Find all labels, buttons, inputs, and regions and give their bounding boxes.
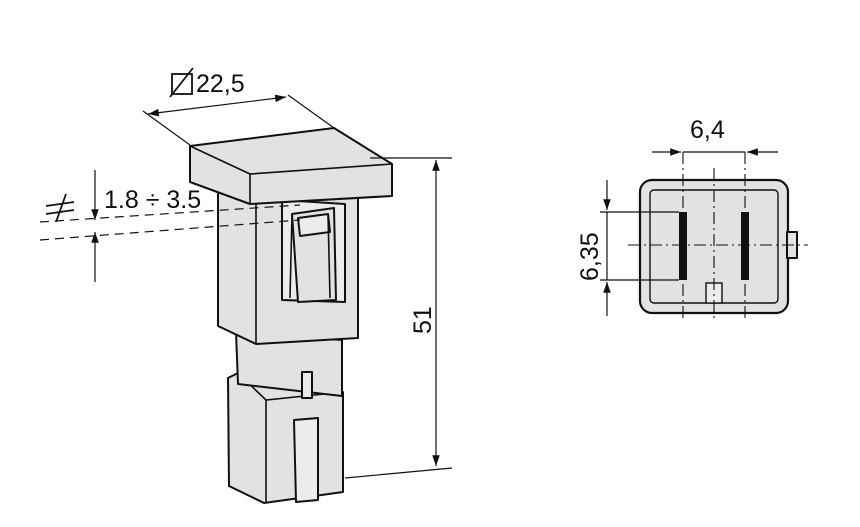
height-label: 51 — [409, 306, 437, 334]
height-dimension: 51 — [344, 157, 453, 479]
width-dim-line — [147, 94, 287, 117]
thickness-label: 1.8 ÷ 3.5 — [104, 186, 201, 214]
plug-tab — [293, 417, 319, 503]
neck-notch — [301, 371, 313, 399]
not-equal-icon — [45, 201, 75, 207]
flange-body — [189, 127, 393, 205]
thickness-dimension: 1.8 ÷ 3.5 — [39, 170, 301, 282]
width-label: 22,5 — [196, 70, 245, 98]
pin-spacing-dimension: 6,4 — [652, 116, 778, 156]
pin-length-label: 6,35 — [576, 232, 604, 281]
pin-spacing-label: 6,4 — [690, 116, 725, 144]
pin-left — [679, 212, 687, 280]
connector-3d-view — [189, 127, 393, 504]
square-slash-icon — [169, 67, 194, 98]
square-symbol-icon — [171, 73, 193, 95]
connector-front-view — [628, 152, 808, 322]
pin-length-dimension: 6,35 — [576, 180, 679, 316]
pin-right — [741, 212, 749, 280]
latch-head — [297, 213, 331, 237]
width-dimension: 22,5 — [142, 67, 335, 146]
